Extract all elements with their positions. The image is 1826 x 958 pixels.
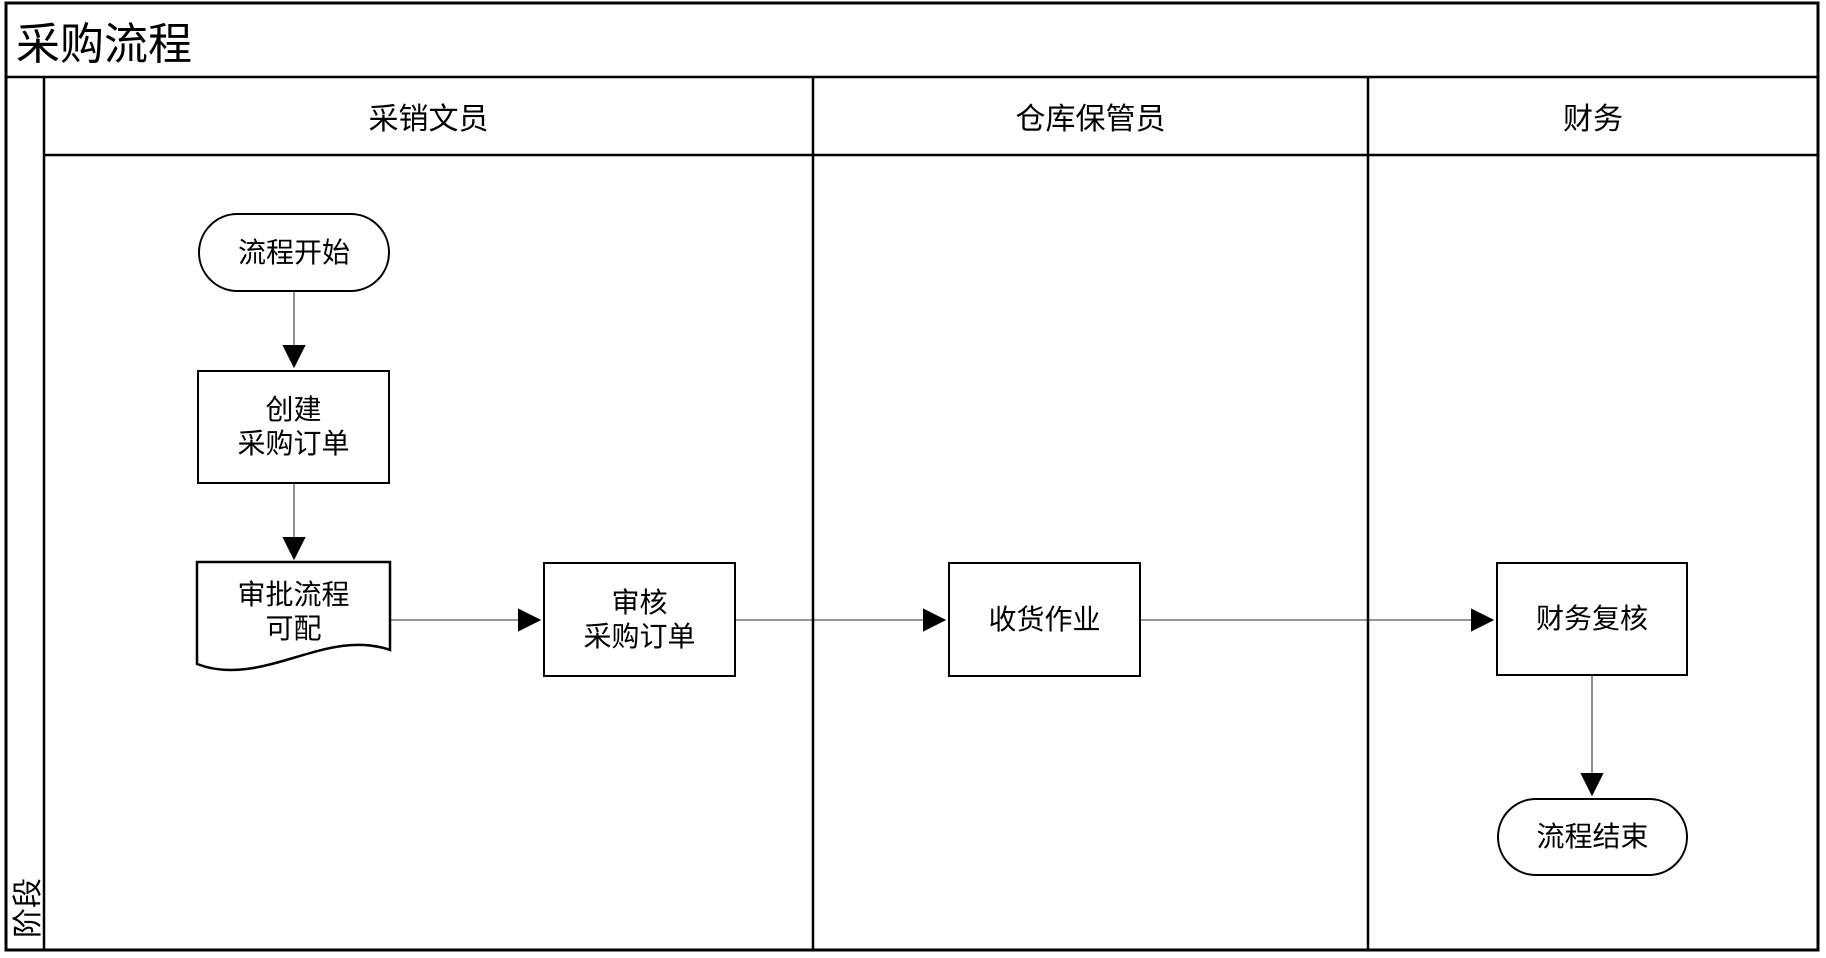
lane-header-label: 采销文员	[368, 103, 489, 136]
lane-header-label: 仓库保管员	[1015, 103, 1166, 136]
lane-header-finance[interactable]: 财务	[1368, 77, 1818, 155]
node-receiving-operation[interactable]: 收货作业	[948, 562, 1141, 677]
lane-header-warehouse-keeper[interactable]: 仓库保管员	[813, 77, 1368, 155]
node-approval-flow-document-label[interactable]: 审批流程 可配	[237, 579, 350, 644]
node-process-end[interactable]: 流程结束	[1497, 798, 1688, 876]
node-process-start[interactable]: 流程开始	[198, 213, 390, 292]
node-review-purchase-order[interactable]: 审核 采购订单	[543, 562, 736, 677]
lane-header-purchasing-clerk[interactable]: 采销文员	[44, 77, 813, 155]
lane-header-label: 财务	[1563, 103, 1623, 136]
diagram-outer-border	[4, 1, 1820, 952]
node-finance-review[interactable]: 财务复核	[1496, 562, 1688, 676]
page-title: 采购流程	[16, 20, 192, 69]
document-shape[interactable]	[195, 560, 392, 672]
phase-label: 阶段	[12, 878, 45, 938]
node-create-purchase-order[interactable]: 创建 采购订单	[197, 370, 390, 484]
